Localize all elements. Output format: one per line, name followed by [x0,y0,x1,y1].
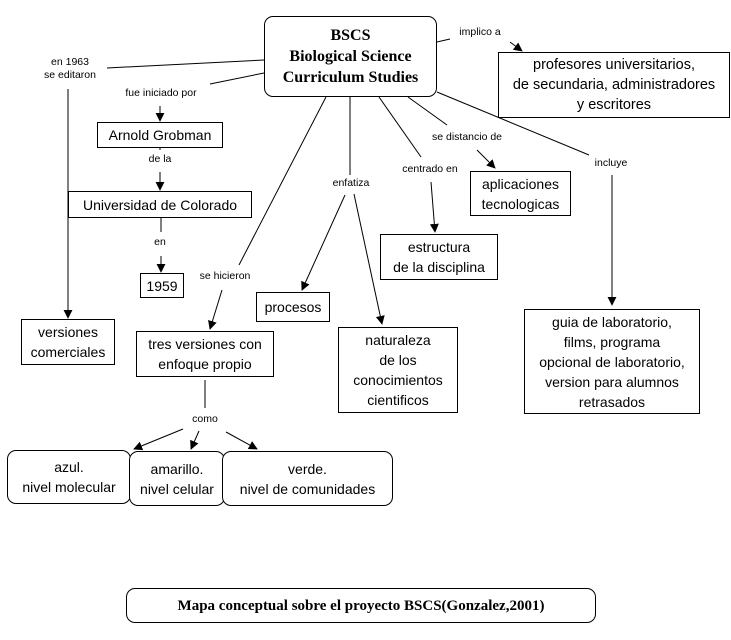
node-estructura[interactable]: estructura de la disciplina [380,234,498,280]
label-centrado-en: centrado en [392,163,468,176]
node-verde[interactable]: verde. nivel de comunidades [222,451,393,506]
node-universidad-colorado[interactable]: Universidad de Colorado [68,191,252,218]
link-enfatiza-out2 [353,193,385,325]
node-profesores[interactable]: profesores universitarios, de secundaria… [498,52,730,118]
node-guia-laboratorio[interactable]: guia de laboratorio, films, programa opc… [524,309,700,414]
node-bscs[interactable]: BSCS Biological Science Curriculum Studi… [264,16,437,97]
link-centrado-in [378,96,422,158]
node-amarillo[interactable]: amarillo. nivel celular [129,451,225,506]
link-centrado-out [429,181,439,233]
link-hicieron-in [238,96,327,266]
label-fue-iniciado-por: fue iniciado por [112,87,210,100]
link-hicieron-out [208,289,223,330]
label-de-la: de la [140,153,180,166]
link-1963-in [106,59,265,69]
label-en: en [148,236,172,249]
label-como: como [186,413,224,426]
label-en-1963-se-editaron: en 1963 se editaron [35,56,105,82]
link-iniciado-in [209,72,265,85]
label-implico-a: implico a [452,26,508,39]
link-distancio-in [407,96,448,126]
link-como-out3 [225,431,258,450]
node-procesos[interactable]: procesos [256,292,330,322]
link-distancio-out [476,149,496,169]
node-naturaleza[interactable]: naturaleza de los conocimientos cientifi… [338,327,458,413]
link-como-out2 [190,430,200,450]
diagram-title: Mapa conceptual sobre el proyecto BSCS(G… [126,588,596,623]
node-arnold-grobman[interactable]: Arnold Grobman [97,122,223,148]
node-aplicaciones[interactable]: aplicaciones tecnologicas [470,171,571,216]
label-incluye: incluye [589,157,633,170]
label-enfatiza: enfatiza [326,177,376,190]
node-azul[interactable]: azul. nivel molecular [7,450,131,504]
node-1959[interactable]: 1959 [140,273,184,298]
node-versiones-comerciales[interactable]: versiones comerciales [21,319,115,365]
link-implico-in [436,38,451,43]
label-se-hicieron: se hicieron [193,270,257,283]
link-como-out1 [133,428,184,451]
label-se-distancio-de: se distancio de [420,131,514,144]
link-enfatiza-out1 [301,194,346,291]
link-implico-out [509,41,523,52]
node-tres-versiones[interactable]: tres versiones con enfoque propio [136,331,274,377]
link-incluye-in [436,91,590,156]
